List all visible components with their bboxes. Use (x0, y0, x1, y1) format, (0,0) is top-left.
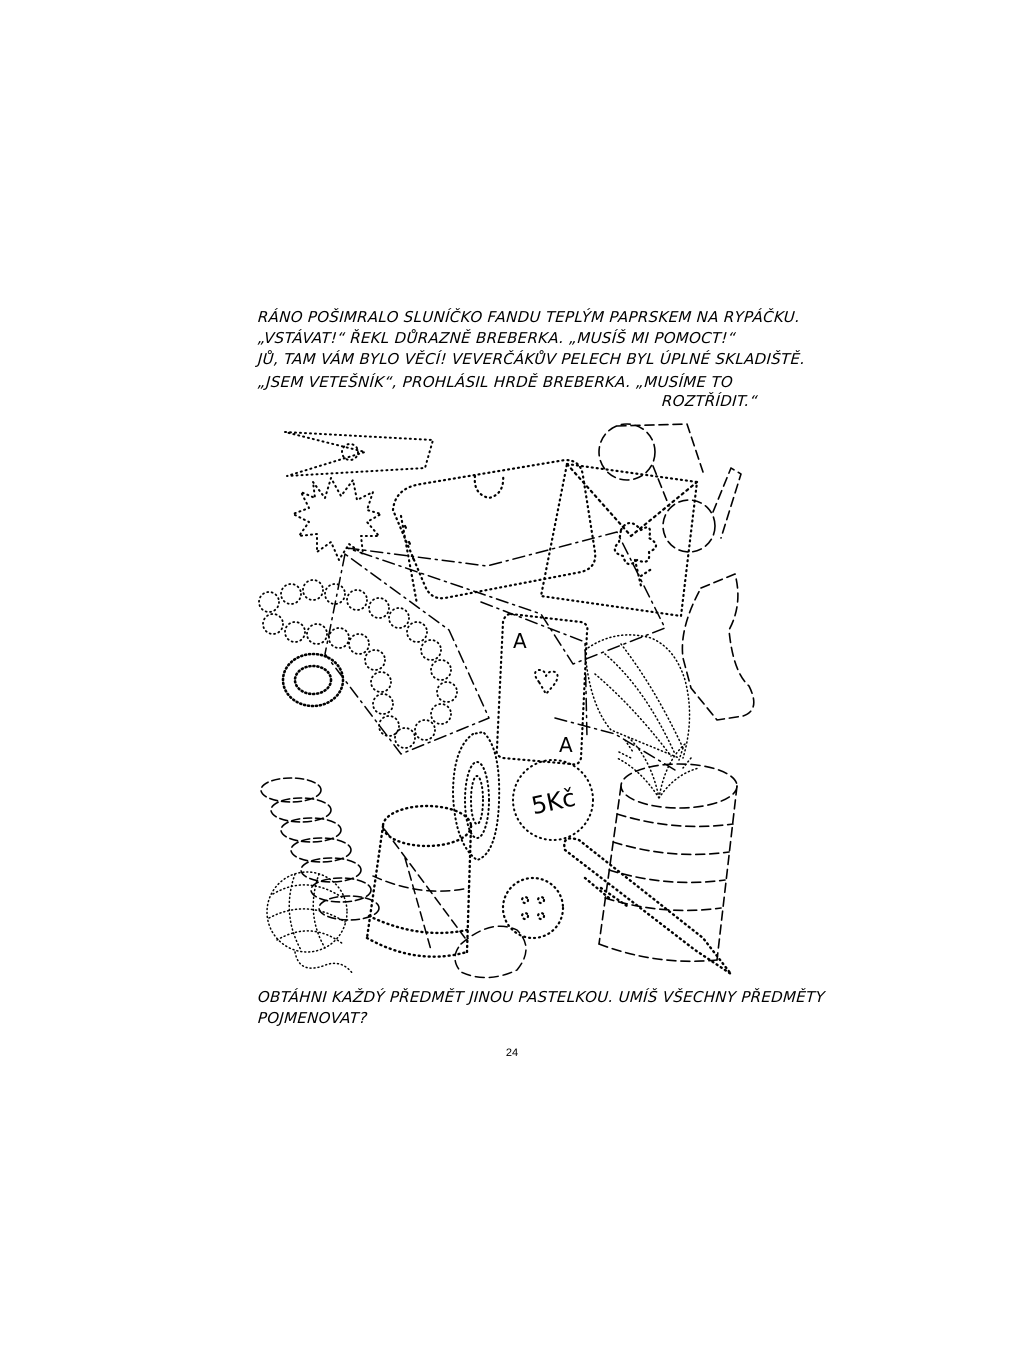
card-rank-top: A (513, 629, 527, 653)
clothespin-outline (284, 431, 434, 477)
drum-side-outline (384, 829, 466, 951)
envelope-outline (539, 462, 699, 618)
story-line: ROZTŘÍDIT.“ (661, 392, 759, 410)
story-line: „VSTÁVAT!“ ŘEKL DŮRAZNĚ BREBERKA. „MUSÍŠ… (257, 329, 737, 347)
dot-to-dot-illustration: A A 5Kč (258, 423, 755, 979)
coin-outline (512, 759, 594, 841)
ray-outline (324, 553, 490, 755)
story-line: JŮ, TAM VÁM BYLO VĚCÍ! VEVERČÁKŮV PELECH… (257, 350, 807, 368)
drum-outline (365, 804, 473, 958)
page-number: 24 (505, 1047, 519, 1059)
spring-outline (260, 777, 380, 921)
dashed-frame-outline (346, 531, 666, 665)
task-line: OBTÁHNI KAŽDÝ PŘEDMĚT JINOU PASTELKOU. U… (257, 988, 826, 1006)
yarn-ball-outline (266, 871, 354, 975)
vase-outline (681, 573, 755, 721)
coin-value: 5Kč (529, 784, 578, 821)
button-outline (501, 876, 565, 940)
hair-clip-outline (452, 731, 501, 861)
pencil-outline (563, 837, 733, 976)
cup-outline (598, 763, 738, 963)
ring-outline (281, 652, 345, 708)
glasses-outline (598, 423, 742, 553)
playing-card-outline (495, 612, 589, 766)
feather-outline (584, 634, 691, 759)
card-rank-bottom: A (559, 733, 573, 757)
story-line: „JSEM VETEŠNÍK“, PROHLÁSIL HRDĚ BREBERKA… (257, 373, 734, 391)
plant-outline (616, 735, 700, 799)
wallet-outline (391, 458, 597, 606)
story-line: RÁNO POŠIMRALO SLUNÍČKO FANDU TEPLÝM PAP… (257, 308, 801, 326)
sun-badge-outline (292, 477, 382, 561)
card-angle-outline (480, 601, 588, 739)
oval-outline (454, 925, 527, 979)
bottom-dashed-line (554, 717, 676, 771)
task-line: POJMENOVAT? (257, 1009, 369, 1027)
pearl-necklace-outline (258, 579, 458, 749)
